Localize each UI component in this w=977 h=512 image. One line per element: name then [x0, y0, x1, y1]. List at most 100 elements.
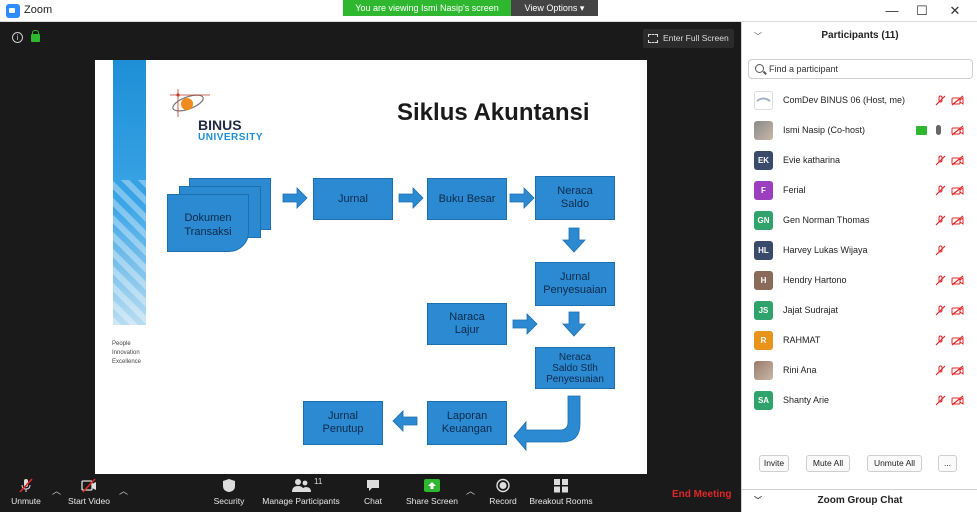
manage-participants-button[interactable]: Manage Participants — [259, 478, 343, 506]
maximize-button[interactable]: ☐ — [916, 3, 928, 18]
avatar: F — [754, 181, 773, 200]
participant-row[interactable]: F Ferial — [742, 176, 977, 206]
box-label-line: Keuangan — [441, 423, 493, 435]
dokumen-label-line: Dokumen — [184, 212, 232, 224]
enter-full-screen-label: Enter Full Screen — [663, 33, 729, 43]
box-neraca-saldo: Neraca Saldo — [535, 176, 615, 220]
invite-button[interactable]: Invite — [759, 455, 789, 472]
mute-all-button[interactable]: Mute All — [806, 455, 850, 472]
avatar: R — [754, 331, 773, 350]
share-options-caret[interactable]: ︿ — [466, 486, 476, 496]
participant-row[interactable]: EK Evie katharina — [742, 146, 977, 176]
shared-screen-stage: i Enter Full Screen People Innovation Ex… — [0, 22, 740, 474]
record-icon — [496, 478, 510, 493]
enter-full-screen-button[interactable]: Enter Full Screen — [643, 29, 734, 48]
lock-icon[interactable] — [31, 30, 40, 42]
security-button[interactable]: Security — [211, 478, 247, 506]
video-off-icon — [951, 365, 964, 376]
search-input[interactable]: Find a participant — [748, 59, 973, 79]
unmute-button[interactable]: Unmute — [8, 478, 44, 506]
participant-name: ComDev BINUS 06 (Host, me) — [783, 95, 906, 105]
avatar: SA — [754, 391, 773, 410]
mic-muted-icon — [935, 275, 946, 286]
slide-title: Siklus Akuntansi — [397, 99, 590, 126]
avatar — [754, 91, 773, 110]
box-label-line: Saldo Stlh — [552, 362, 598, 374]
video-options-caret[interactable]: ︿ — [119, 486, 129, 496]
tagline-line: People — [112, 341, 131, 347]
box-label-line: Jurnal — [560, 271, 590, 283]
search-placeholder: Find a participant — [769, 64, 839, 74]
mic-muted-icon — [935, 155, 946, 166]
zoom-avatar-icon — [756, 97, 771, 102]
viewing-banner: You are viewing Ismi Nasip's screen — [343, 0, 511, 16]
participant-name: Jajat Sudrajat — [783, 305, 839, 315]
record-label: Record — [489, 496, 517, 506]
mic-muted-icon — [935, 215, 946, 226]
title-bar: Zoom You are viewing Ismi Nasip's screen… — [0, 0, 977, 22]
avatar — [754, 361, 773, 380]
box-label-line: Penyesuaian — [543, 284, 607, 296]
participant-row[interactable]: ComDev BINUS 06 (Host, me) — [742, 86, 977, 116]
share-screen-icon — [424, 479, 440, 492]
box-jurnal-penutup: Jurnal Penutup — [303, 401, 383, 445]
flow-arrows — [282, 187, 586, 452]
box-label-line: Naraca — [449, 311, 485, 323]
audio-options-caret[interactable]: ︿ — [52, 486, 62, 496]
zoom-group-chat-header[interactable]: ﹀ Zoom Group Chat — [742, 489, 977, 512]
box-laporan-keuangan: Laporan Keuangan — [427, 401, 507, 445]
video-off-icon — [81, 478, 96, 493]
participant-name: Evie katharina — [783, 155, 841, 165]
chat-label: Chat — [364, 496, 382, 506]
participant-name: Rini Ana — [783, 365, 817, 375]
avatar: EK — [754, 151, 773, 170]
shield-icon — [223, 479, 235, 492]
view-options-button[interactable]: View Options ▾ — [511, 0, 598, 16]
video-off-icon — [951, 185, 964, 196]
chat-button[interactable]: Chat — [359, 478, 387, 506]
unmute-all-button[interactable]: Unmute All — [867, 455, 922, 472]
participants-header: Participants (11) — [821, 30, 899, 41]
breakout-rooms-label: Breakout Rooms — [529, 496, 593, 506]
slide-tagline: People Innovation Excellence — [112, 340, 172, 367]
breakout-rooms-button[interactable]: Breakout Rooms — [529, 478, 593, 506]
video-off-icon — [951, 155, 964, 166]
binus-logo-icon — [170, 89, 210, 117]
video-off-icon — [951, 95, 964, 106]
info-icon[interactable]: i — [12, 32, 23, 43]
participant-row[interactable]: Rini Ana — [742, 356, 977, 386]
avatar: GN — [754, 211, 773, 230]
close-button[interactable]: ✕ — [949, 3, 961, 18]
box-jurnal: Jurnal — [313, 178, 393, 220]
end-meeting-button[interactable]: End Meeting — [672, 489, 732, 500]
box-label-line: Penyesuaian — [546, 373, 604, 385]
arrow-right-icon — [509, 187, 535, 209]
box-label-line: Neraca — [557, 185, 593, 197]
box-buku-besar: Buku Besar — [427, 178, 507, 220]
record-button[interactable]: Record — [486, 478, 520, 506]
avatar — [754, 121, 773, 140]
participant-name: Ferial — [783, 185, 806, 195]
chevron-down-icon[interactable]: ﹀ — [754, 32, 762, 41]
share-screen-button[interactable]: Share Screen — [404, 478, 460, 506]
box-label-line: Lajur — [454, 324, 480, 336]
box-naraca-lajur: Naraca Lajur — [427, 303, 507, 345]
chat-header-label: Zoom Group Chat — [817, 495, 903, 506]
minimize-button[interactable]: — — [885, 3, 899, 18]
participant-row[interactable]: Ismi Nasip (Co-host) — [742, 116, 977, 146]
mic-muted-icon — [935, 95, 946, 106]
more-button[interactable]: ... — [938, 455, 957, 472]
tagline-line: Excellence — [112, 359, 142, 365]
participant-name: Ismi Nasip (Co-host) — [783, 125, 866, 135]
start-video-button[interactable]: Start Video — [66, 478, 112, 506]
mic-muted-icon — [19, 478, 33, 493]
avatar: H — [754, 271, 773, 290]
arrow-right-icon — [282, 187, 308, 209]
chat-icon — [367, 480, 379, 491]
